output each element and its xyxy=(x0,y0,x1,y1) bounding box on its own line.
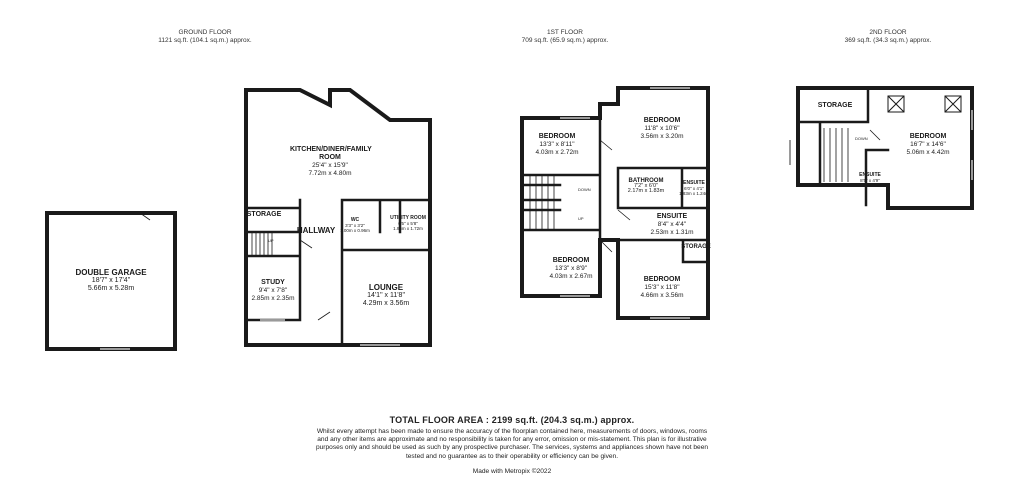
second-floor-heading: 2ND FLOOR 369 sq.ft. (34.3 sq.m.) approx… xyxy=(788,29,988,45)
room-study: STUDY 9'4" x 7'8" 2.85m x 2.35m xyxy=(252,279,295,302)
room-bathroom: BATHROOM 7'2" x 6'0" 2.17m x 1.83m xyxy=(628,178,664,194)
room-imperial: 16'7" x 14'6" xyxy=(910,141,946,148)
floor-area: 709 sq.ft. (65.9 sq.m.) approx. xyxy=(521,37,609,44)
room-metric: 2.49m x 1.46m xyxy=(855,183,885,189)
room-storage-2f: STORAGE xyxy=(817,102,853,109)
room-name: BATHROOM xyxy=(628,178,664,184)
room-name: BEDROOM xyxy=(552,257,590,264)
room-name: BEDROOM xyxy=(538,133,576,140)
room-name: ENSUITE xyxy=(656,213,688,220)
room-name: BEDROOM xyxy=(643,276,681,283)
stairs-up-ground: UP xyxy=(268,238,274,243)
floor-area: 369 sq.ft. (34.3 sq.m.) approx. xyxy=(844,37,932,44)
room-imperial: 6'0" x 4'1" xyxy=(684,186,704,191)
room-metric: 1.96m x 1.72m xyxy=(393,226,423,232)
room-metric: 4.29m x 3.56m xyxy=(362,300,410,307)
room-name: BEDROOM xyxy=(643,117,681,124)
room-name: UTILITY ROOM xyxy=(390,215,426,221)
room-imperial: 6'5" x 5'8" xyxy=(398,221,418,226)
room-bedroom-1f-c: BEDROOM 13'3" x 8'9" 4.03m x 2.67m xyxy=(550,257,593,280)
room-metric: 3.56m x 3.20m xyxy=(640,132,684,140)
first-floor-heading: 1ST FLOOR 709 sq.ft. (65.9 sq.m.) approx… xyxy=(465,29,665,45)
room-name: BEDROOM xyxy=(909,133,947,140)
made-with-credit: Made with Metropix ©2022 xyxy=(472,468,552,475)
room-bedroom-2f: BEDROOM 16'7" x 14'6" 5.06m x 4.42m xyxy=(907,133,950,156)
room-bedroom-1f-b: BEDROOM 11'8" x 10'6" 3.56m x 3.20m xyxy=(641,117,684,140)
room-imperial: 13'3" x 8'9" xyxy=(554,265,588,272)
disclaimer-text: Whilst every attempt has been made to en… xyxy=(315,428,709,460)
room-lounge: LOUNGE 14'1" x 11'8" 4.29m x 3.56m xyxy=(363,283,409,308)
room-imperial: 13'3" x 8'11" xyxy=(539,141,575,148)
room-imperial: 7'2" x 6'0" xyxy=(633,183,659,189)
room-storage-1f: STORAGE xyxy=(681,244,711,250)
room-double-garage: DOUBLE GARAGE 18'7" x 17'4" 5.66m x 5.28… xyxy=(75,268,146,293)
room-storage-ground: STORAGE xyxy=(246,211,282,218)
first-floor-outer-walls xyxy=(520,86,710,320)
room-hallway: HALLWAY xyxy=(296,226,336,235)
room-name: ENSUITE xyxy=(859,172,881,178)
room-metric: 7.72m x 4.80m xyxy=(308,169,352,177)
stairs-down-2f: DOWN xyxy=(855,136,868,141)
room-imperial: 11'8" x 10'6" xyxy=(644,125,680,132)
room-name: DOUBLE GARAGE xyxy=(75,268,147,277)
stairs-down-1f: DOWN xyxy=(578,187,591,192)
room-imperial: 14'1" x 11'8" xyxy=(367,292,405,299)
room-metric: 5.06m x 4.42m xyxy=(906,148,950,156)
room-metric: 1.83m x 1.24m xyxy=(679,191,709,197)
room-ensuite-1f: ENSUITE 8'4" x 4'4" 2.53m x 1.31m xyxy=(651,213,694,236)
floor-title: GROUND FLOOR xyxy=(178,29,232,36)
room-imperial: 15'3" x 11'8" xyxy=(644,284,680,291)
ground-floor-outer-walls xyxy=(244,88,432,347)
room-metric: 1.00m x 0.96m xyxy=(340,228,370,234)
floor-title: 2ND FLOOR xyxy=(869,29,907,36)
room-imperial: 8'5" x 4'9" xyxy=(860,178,880,183)
total-floor-area: TOTAL FLOOR AREA : 2199 sq.ft. (204.3 sq… xyxy=(389,415,635,425)
room-name: ENSUITE xyxy=(683,180,705,186)
room-kitchen: KITCHEN/DINER/FAMILY ROOM 25'4" x 15'9" … xyxy=(290,146,372,177)
room-imperial: 18'7" x 17'4" xyxy=(91,277,131,284)
room-name: WC xyxy=(350,217,360,223)
room-metric: 2.17m x 1.83m xyxy=(627,188,665,195)
room-metric: 4.03m x 2.72m xyxy=(535,148,579,156)
second-floor-outer-walls xyxy=(796,86,974,210)
room-metric: 2.53m x 1.31m xyxy=(650,228,694,236)
room-name: KITCHEN/DINER/FAMILY ROOM xyxy=(290,146,372,161)
room-bedroom-1f-a: BEDROOM 13'3" x 8'11" 4.03m x 2.72m xyxy=(536,133,579,156)
room-metric: 4.66m x 3.56m xyxy=(640,291,684,299)
room-ensuite-2f: ENSUITE 8'5" x 4'9" 2.49m x 1.46m xyxy=(855,172,885,188)
room-ensuite-small: ENSUITE 6'0" x 4'1" 1.83m x 1.24m xyxy=(679,180,709,196)
room-metric: 2.85m x 2.35m xyxy=(251,294,295,302)
room-bedroom-1f-d: BEDROOM 15'3" x 11'8" 4.66m x 3.56m xyxy=(641,276,684,299)
room-name: LOUNGE xyxy=(368,283,404,292)
room-wc: WC 3'3" x 3'2" 1.00m x 0.96m xyxy=(340,217,370,233)
floor-title: 1ST FLOOR xyxy=(546,29,583,36)
stairs-up-1f: UP xyxy=(578,216,584,221)
floor-area: 1121 sq.ft. (104.1 sq.m.) approx. xyxy=(158,37,252,44)
room-utility: UTILITY ROOM 6'5" x 5'8" 1.96m x 1.72m xyxy=(390,215,426,231)
room-imperial: 9'4" x 7'8" xyxy=(258,287,288,294)
ground-floor-heading: GROUND FLOOR 1121 sq.ft. (104.1 sq.m.) a… xyxy=(105,29,305,45)
room-imperial: 3'3" x 3'2" xyxy=(345,223,365,228)
room-metric: 4.03m x 2.67m xyxy=(549,272,593,280)
room-imperial: 25'4" x 15'9" xyxy=(312,162,348,169)
room-name: STUDY xyxy=(261,279,285,286)
room-imperial: 8'4" x 4'4" xyxy=(657,221,687,228)
room-metric: 5.66m x 5.28m xyxy=(87,285,135,292)
